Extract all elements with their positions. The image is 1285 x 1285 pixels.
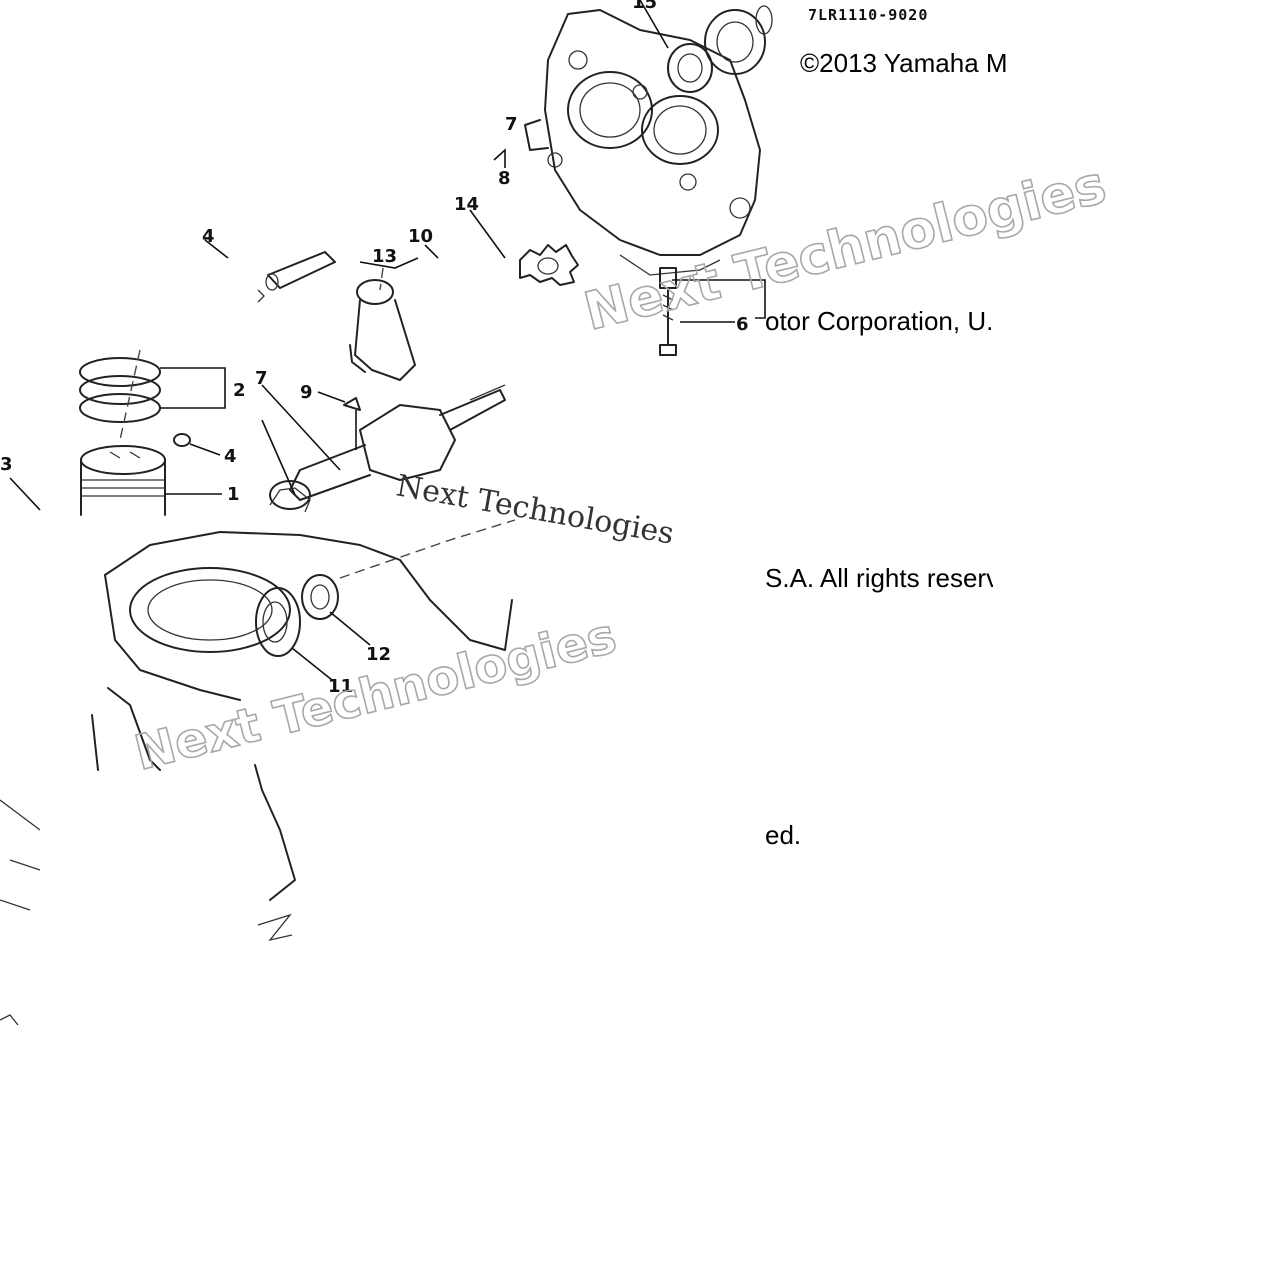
leader-15 xyxy=(639,0,669,49)
leader-3 xyxy=(9,477,41,511)
callout-9: 9 xyxy=(300,382,313,403)
piston xyxy=(80,445,222,516)
part-code: 7LR1110-9020 xyxy=(808,6,929,24)
copyright-line-1: ©2013 Yamaha M xyxy=(800,48,1008,78)
watermark-bottom: Next Technologies xyxy=(129,607,623,782)
connecting-rod xyxy=(349,279,416,381)
leader-13 xyxy=(359,257,419,269)
bearing-15 xyxy=(667,5,773,93)
assembly-line-1 xyxy=(339,519,516,579)
piston-pin xyxy=(257,251,336,303)
copyright-line-3: S.A. All rights reserve xyxy=(765,563,993,593)
leader-4 xyxy=(204,239,229,259)
callout-15: 15 xyxy=(632,0,657,13)
callout-2: 2 xyxy=(233,380,246,401)
callout-13: 13 xyxy=(372,246,397,267)
svg-text:Next Technologies: Next Technologies xyxy=(579,155,1112,343)
callout-4-clip: 4 xyxy=(224,446,237,467)
leader-14 xyxy=(469,209,506,259)
assembly-line-3 xyxy=(379,267,384,291)
watermark-top: Next Technologies xyxy=(578,154,1113,343)
callout-3: 3 xyxy=(0,454,13,475)
callout-7-top: 7 xyxy=(505,114,518,135)
copyright-line-2: otor Corporation, U.S xyxy=(765,306,993,336)
leader-7 xyxy=(261,384,341,471)
callout-6: 6 xyxy=(736,314,749,335)
svg-text:Next Technologies: Next Technologies xyxy=(129,608,621,782)
piston-rings xyxy=(79,357,226,423)
leader-10 xyxy=(424,244,439,259)
callout-12: 12 xyxy=(366,644,391,665)
woodruff-key xyxy=(317,391,361,450)
callout-8: 8 xyxy=(498,168,511,189)
callout-4-top: 4 xyxy=(202,226,215,247)
callout-10: 10 xyxy=(408,226,433,247)
callout-7-lower: 7 xyxy=(255,368,268,389)
svg-text:Next Technologies: Next Technologies xyxy=(394,468,677,551)
callout-11: 11 xyxy=(328,676,353,697)
drive-gear xyxy=(519,244,579,286)
crankcase xyxy=(0,531,513,1026)
crankcase-cover xyxy=(524,9,761,276)
leader-7b xyxy=(261,419,296,496)
watermark-middle: Next Technologies xyxy=(394,468,677,551)
copyright-line-4: ed. xyxy=(765,820,802,850)
piston-clip xyxy=(173,433,221,456)
oil-seal-12 xyxy=(301,574,371,646)
callout-14: 14 xyxy=(454,194,479,215)
callout-1: 1 xyxy=(227,484,240,505)
leader-8 xyxy=(493,148,506,168)
bearing-11 xyxy=(255,587,333,681)
crankshaft xyxy=(269,384,506,513)
bolt-6 xyxy=(659,267,766,356)
